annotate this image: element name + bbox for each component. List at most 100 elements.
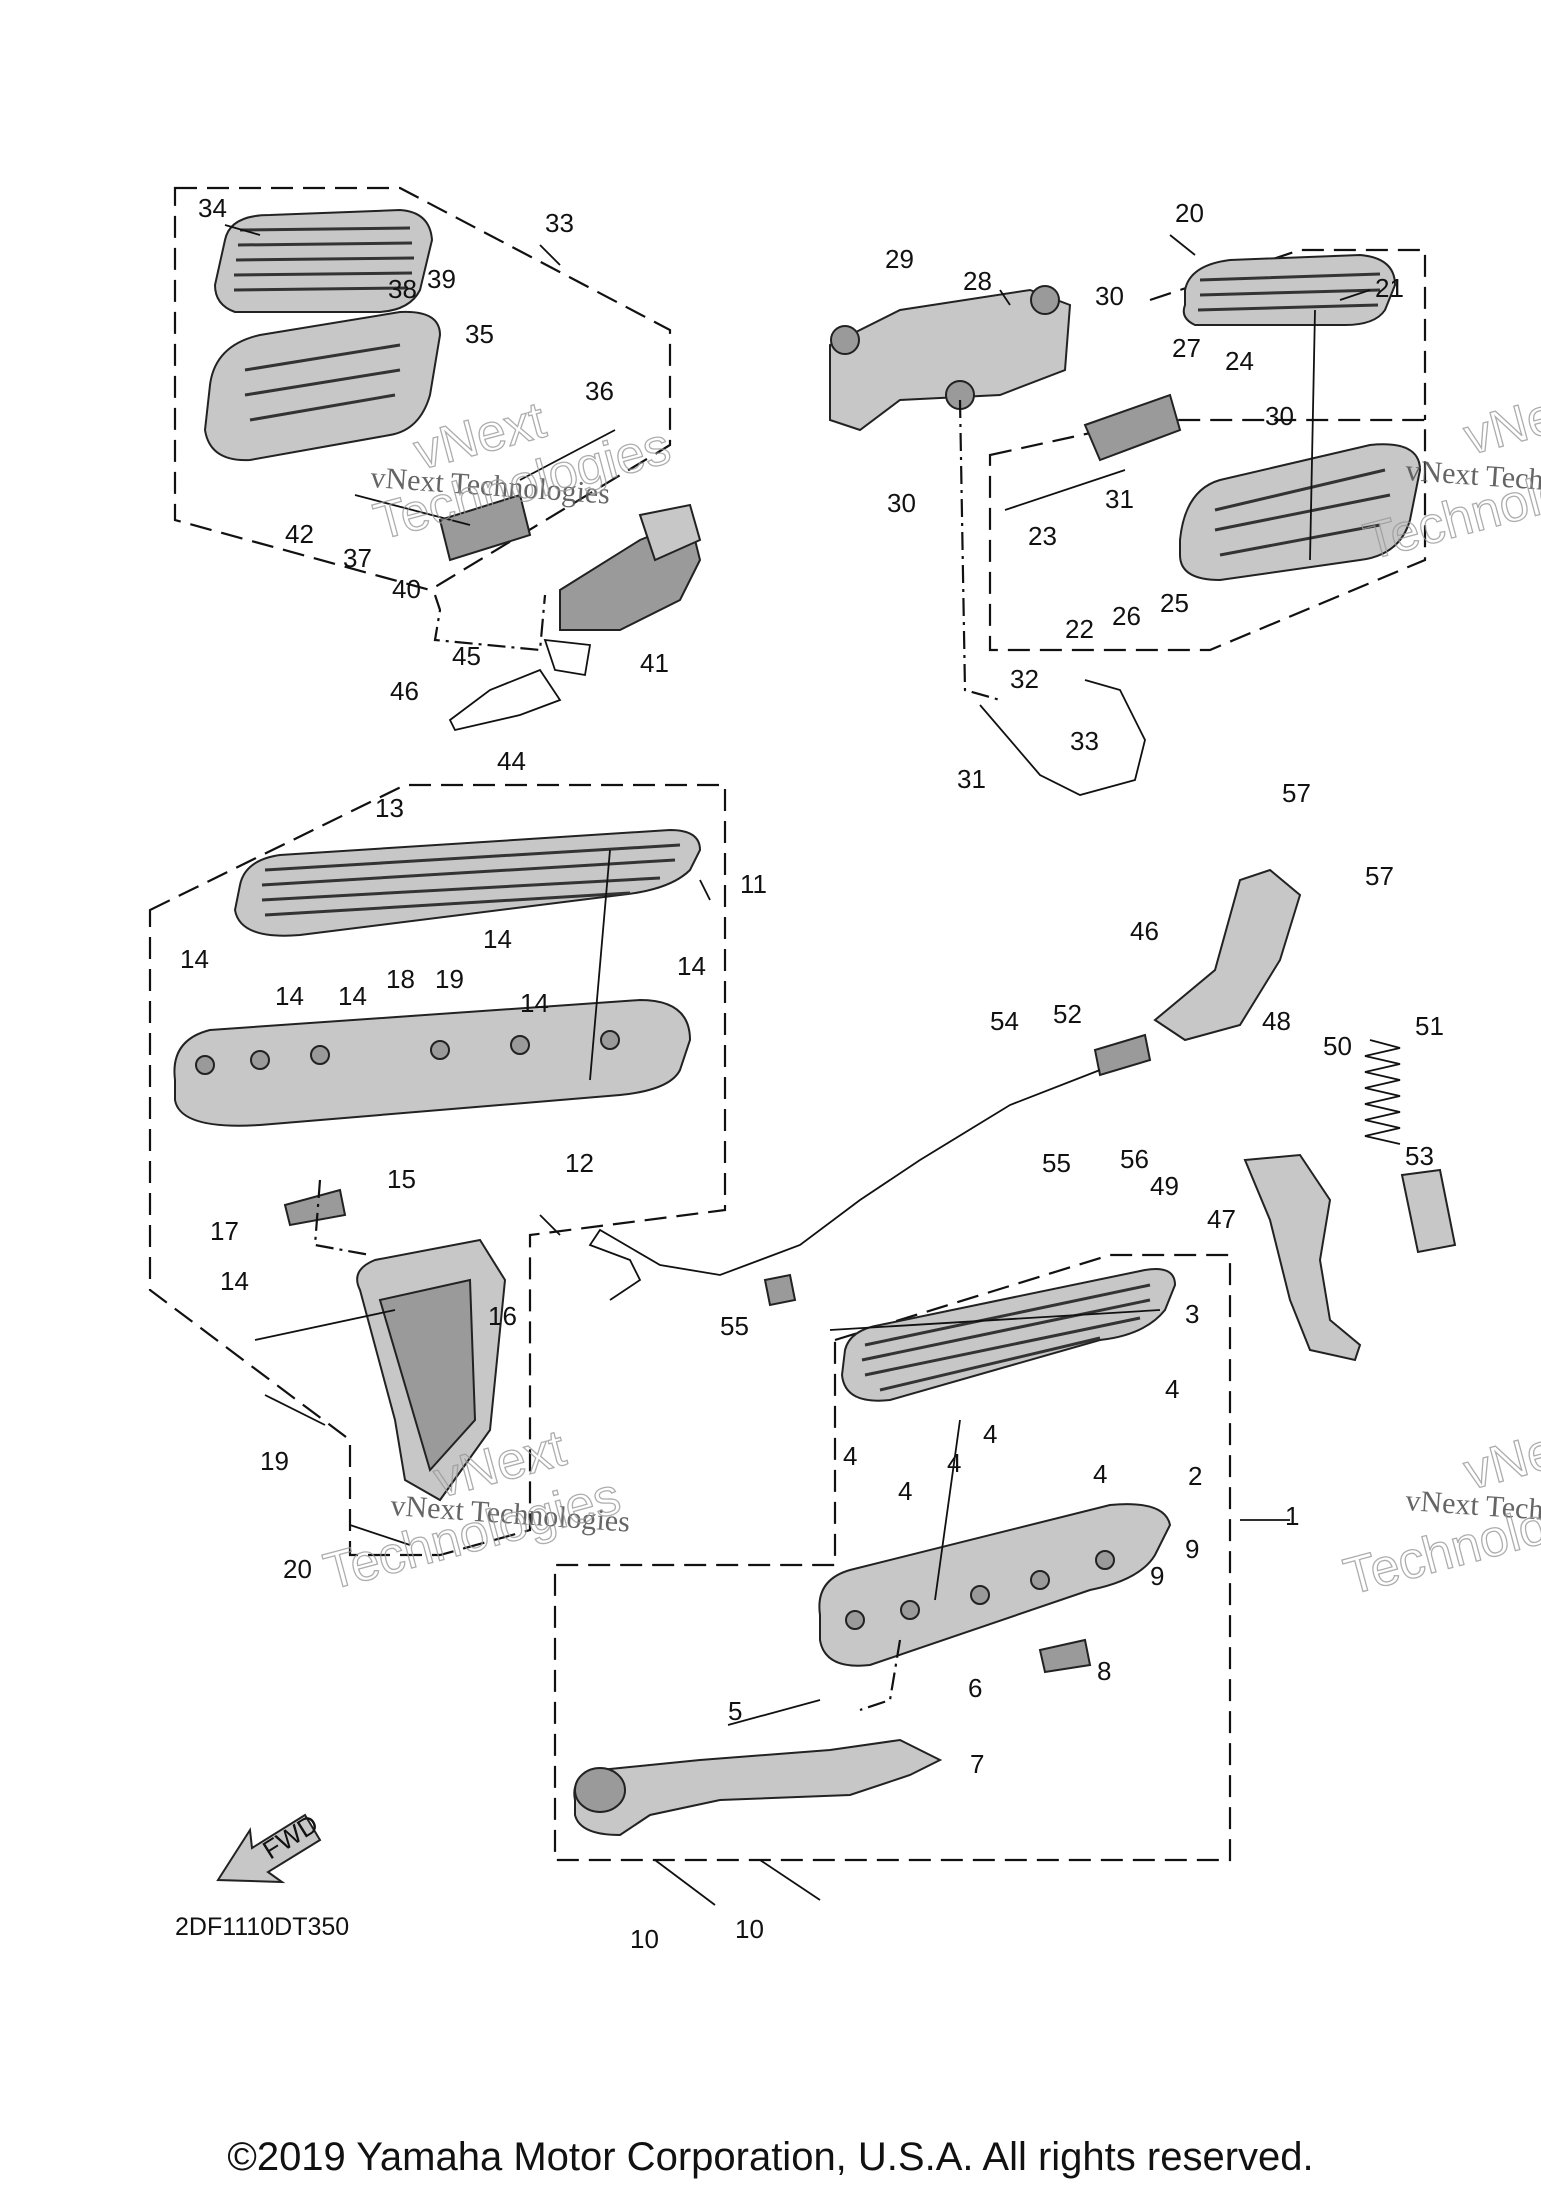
clip-45 xyxy=(448,638,592,732)
svg-text:vNext: vNext xyxy=(1458,376,1541,467)
clamp-56 xyxy=(763,1273,797,1307)
callout-8: 8 xyxy=(1097,1656,1111,1686)
rubber-54 xyxy=(1400,1168,1457,1254)
callout-25: 24 xyxy=(1225,346,1254,376)
plate-28 xyxy=(1083,393,1182,462)
callout-14: 14 xyxy=(483,924,512,954)
brake-lever-48 xyxy=(1243,1153,1362,1362)
callout-19: 18 xyxy=(386,964,415,994)
callout-9: 9 xyxy=(1185,1534,1199,1564)
diagram-code: 2DF1110DT350 xyxy=(175,1913,349,1941)
callout-29: 28 xyxy=(963,266,992,296)
callout-10: 10 xyxy=(735,1914,764,1944)
assembly-34-box xyxy=(173,186,672,592)
callout-48: 47 xyxy=(1207,1204,1236,1234)
callout-31: 31 xyxy=(1105,484,1134,514)
assembly-11-box xyxy=(148,783,727,1557)
arm-bracket-1 xyxy=(573,1738,943,1837)
bolt-24 xyxy=(1004,469,1126,511)
callout-15: 14 xyxy=(220,1266,249,1296)
callout-57: 56 xyxy=(1120,1144,1149,1174)
callout-51: 50 xyxy=(1323,1031,1352,1061)
switch-53 xyxy=(1093,1033,1152,1077)
callout-19: 19 xyxy=(435,964,464,994)
sensor-8 xyxy=(1038,1638,1092,1674)
callout-37: 36 xyxy=(585,376,614,406)
callout-17: 16 xyxy=(488,1301,517,1331)
callout-46: 46 xyxy=(390,676,419,706)
bushing-41 xyxy=(438,493,532,562)
callout-34: 33 xyxy=(545,208,574,238)
callout-3: 3 xyxy=(1185,1299,1199,1329)
callout-6: 6 xyxy=(968,1673,982,1703)
floorboard-pad-22 xyxy=(1182,253,1397,326)
bolts-10 xyxy=(654,1859,821,1906)
callout-35: 34 xyxy=(198,193,227,223)
callout-40: 39 xyxy=(427,264,456,294)
callout-33: 32 xyxy=(1010,664,1039,694)
callout-42: 41 xyxy=(640,648,669,678)
bracket-47 xyxy=(1153,868,1302,1042)
callout-16: 15 xyxy=(387,1164,416,1194)
leader-lines xyxy=(224,224,1371,1712)
callout-58: 57 xyxy=(1282,778,1311,808)
callout-27: 26 xyxy=(1112,601,1141,631)
callout-12: 12 xyxy=(565,1148,594,1178)
callout-2: 2 xyxy=(1188,1461,1202,1491)
callout-57: 57 xyxy=(1365,861,1394,891)
callout-46: 45 xyxy=(452,641,481,671)
svg-text:vNext: vNext xyxy=(1458,1411,1541,1502)
callout-4: 4 xyxy=(898,1476,912,1506)
callout-13: 13 xyxy=(375,793,404,823)
fwd-arrow-icon: FWD xyxy=(216,1808,323,1884)
floorboard-frame-12 xyxy=(173,998,692,1127)
spring-52 xyxy=(1364,1039,1401,1145)
callout-56: 55 xyxy=(720,1311,749,1341)
callout-24: 23 xyxy=(1028,521,1057,551)
floorboard-frame-2 xyxy=(818,1503,1172,1667)
callout-4: 4 xyxy=(983,1419,997,1449)
floorboard-frame-21 xyxy=(1179,443,1422,582)
callout-14: 14 xyxy=(338,981,367,1011)
callout-4: 4 xyxy=(843,1441,857,1471)
mount-bracket-29 xyxy=(829,285,1072,432)
callout-4: 4 xyxy=(947,1448,961,1478)
callout-14: 14 xyxy=(677,951,706,981)
callout-labels: 1 2 3 4 4 4 4 4 4 5 6 7 8 9 9 10 10 11 1… xyxy=(180,193,1444,1954)
bolt-44 xyxy=(354,494,471,526)
callout-10: 10 xyxy=(630,1924,659,1954)
callout-41: 40 xyxy=(392,574,421,604)
callout-49: 48 xyxy=(1262,1006,1291,1036)
callout-30: 29 xyxy=(885,244,914,274)
callout-52: 51 xyxy=(1415,1011,1444,1041)
bolt-37 xyxy=(519,429,616,481)
callout-22: 21 xyxy=(1375,273,1404,303)
callout-53: 52 xyxy=(1053,999,1082,1029)
callout-20: 20 xyxy=(283,1554,312,1584)
callout-14: 14 xyxy=(180,944,209,974)
callout-33: 33 xyxy=(1070,726,1099,756)
callout-26: 25 xyxy=(1160,588,1189,618)
floorboard-pad-3 xyxy=(840,1268,1177,1402)
callout-20: 19 xyxy=(260,1446,289,1476)
callout-36: 35 xyxy=(465,319,494,349)
callout-54: 53 xyxy=(1405,1141,1434,1171)
callout-7: 7 xyxy=(970,1749,984,1779)
callout-55: 55 xyxy=(1042,1148,1071,1178)
footpeg-bracket-42 xyxy=(559,503,702,631)
callout-11: 11 xyxy=(740,869,767,899)
callout-30: 30 xyxy=(1095,281,1124,311)
callout-28: 27 xyxy=(1172,333,1201,363)
assembly-1-box xyxy=(553,1253,1232,1862)
arm-bracket-15 xyxy=(356,1238,507,1502)
bolts-20 xyxy=(264,1394,411,1546)
callout-14: 14 xyxy=(520,988,549,1018)
floorboard-pad-35 xyxy=(213,208,434,313)
callout-50: 49 xyxy=(1150,1171,1179,1201)
callout-21: 20 xyxy=(1175,198,1204,228)
bolt-15 xyxy=(254,1309,396,1341)
callout-31: 30 xyxy=(1265,401,1294,431)
floorboard-frame-34 xyxy=(203,310,442,462)
floorboard-pad-13 xyxy=(233,828,702,937)
